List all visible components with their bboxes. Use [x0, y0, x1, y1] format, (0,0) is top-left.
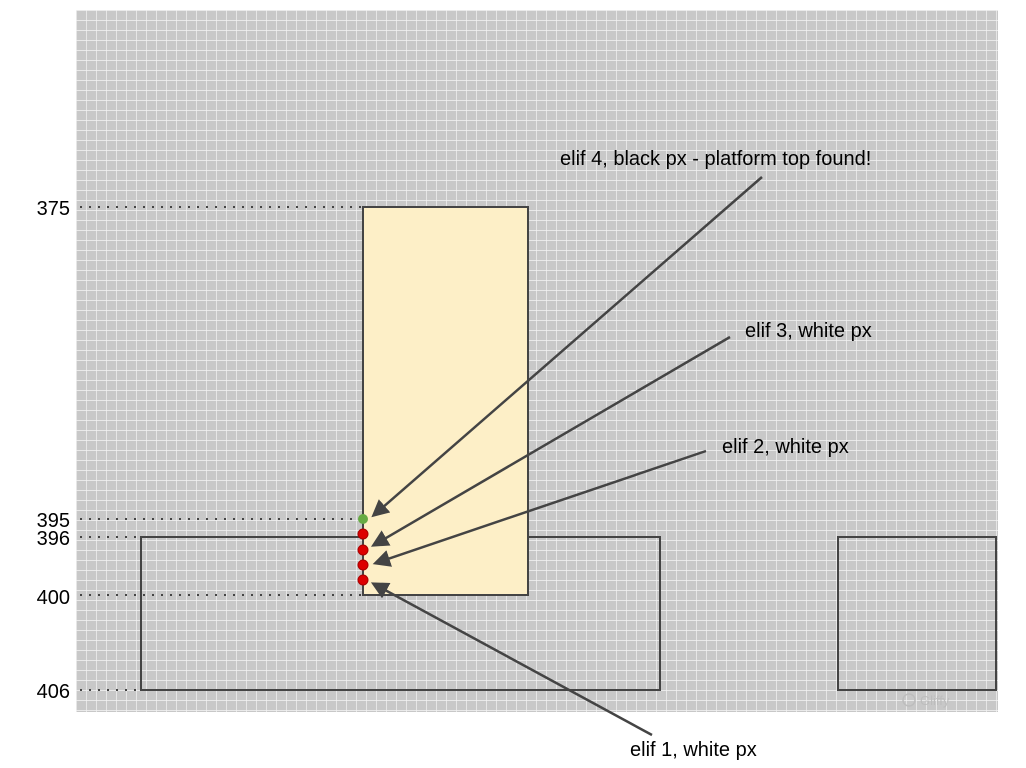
tick-label-406: 406 [37, 681, 70, 703]
tick-label-400: 400 [37, 587, 70, 609]
annotation-elif-3: elif 3, white px [745, 320, 872, 342]
arrows [370, 176, 763, 737]
probe-point-397 [357, 544, 369, 556]
player-box [362, 206, 529, 596]
arrow-elif-3 [370, 335, 731, 547]
arrow-elif-4 [371, 176, 763, 518]
probe-point-396 [357, 528, 369, 540]
watermark: Gliffy [902, 693, 950, 708]
arrow-elif-2 [372, 449, 707, 567]
platform-right [837, 536, 997, 691]
grid-background [76, 10, 998, 712]
annotation-elif-4: elif 4, black px - platform top found! [560, 148, 871, 170]
watermark-logo-icon [902, 693, 916, 707]
probe-point-395 [358, 514, 368, 524]
annotation-elif-2: elif 2, white px [722, 436, 849, 458]
tick-label-396: 396 [37, 528, 70, 550]
probe-point-398 [357, 559, 369, 571]
guide-lines [80, 206, 363, 691]
annotation-elif-1: elif 1, white px [630, 739, 757, 761]
arrow-elif-1 [370, 582, 653, 737]
watermark-text: Gliffy [920, 693, 950, 708]
tick-label-375: 375 [37, 198, 70, 220]
tick-label-395: 395 [37, 510, 70, 532]
probe-point-399 [357, 574, 369, 586]
